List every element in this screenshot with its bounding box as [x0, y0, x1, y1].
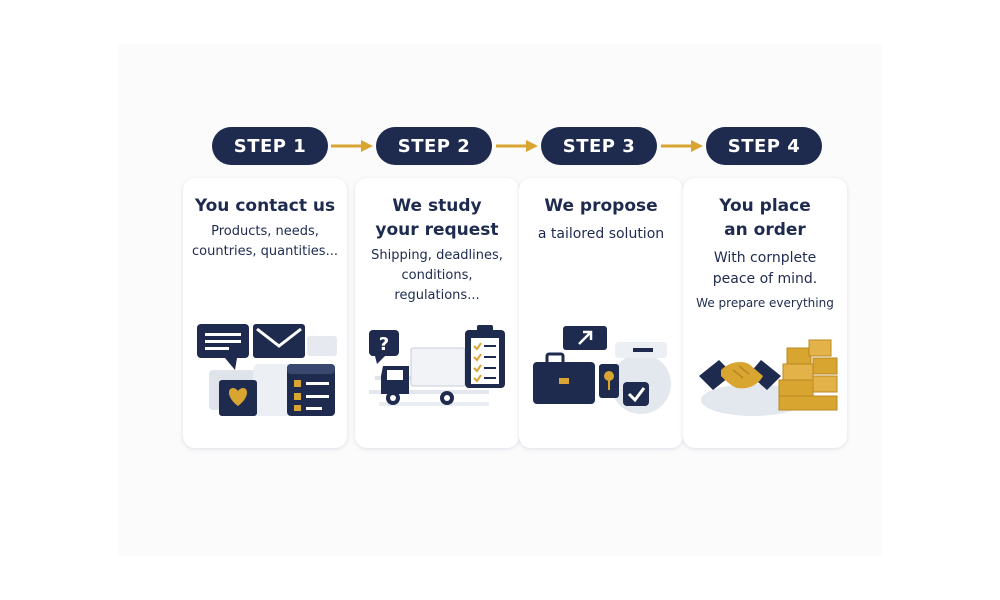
clipboard-checklist-icon: [465, 325, 505, 388]
step-2-description: Shipping, deadlines, conditions, regulat…: [371, 248, 503, 303]
envelope-icon: [253, 324, 305, 358]
step-2-pill: STEP 2: [376, 127, 492, 165]
truck-icon: [381, 347, 466, 405]
step-3-card: We propose a tailored solution: [519, 178, 683, 448]
step-2-illustration: ?: [369, 325, 505, 406]
arrow-upright-icon: [563, 326, 607, 350]
step-1-title: You contact us: [194, 196, 336, 216]
step-2-card: We study your request Shipping, deadline…: [355, 178, 519, 448]
step-4-note: We prepare everything: [696, 296, 834, 310]
step-4-description: With cornplete peace of mind.: [712, 250, 818, 287]
pin-icon: [599, 364, 619, 398]
handshake-icon: [699, 360, 781, 390]
step-4-pill: STEP 4: [706, 127, 822, 165]
arrow-right-icon: [331, 140, 373, 152]
step-3-pill: STEP 3: [541, 127, 657, 165]
arrow-right-icon: [496, 140, 538, 152]
step-4-title: You place an order: [719, 196, 811, 240]
svg-text:?: ?: [379, 334, 389, 355]
question-bubble-icon: ?: [369, 330, 399, 364]
step-4-card: You place an order With cornplete peace …: [683, 178, 847, 448]
briefcase-icon: [533, 352, 595, 404]
step-1-pill: STEP 1: [212, 127, 328, 165]
step-3-illustration: [533, 326, 671, 414]
step-1-description: Products, needs, countries, quantities..…: [192, 224, 338, 259]
chat-bubble-icon: [197, 324, 249, 370]
checkmark-icon: [623, 382, 649, 406]
step-4-illustration: [699, 339, 838, 416]
step-1-illustration: [197, 324, 337, 416]
step-2-title: We study your request: [375, 196, 499, 240]
boxes-icon: [778, 339, 838, 411]
step-3-description: a tailored solution: [537, 226, 665, 242]
step-3-title: We propose: [544, 196, 658, 216]
checklist-icon: [287, 364, 335, 416]
heart-card-icon: [219, 380, 257, 416]
step-1-card: You contact us Products, needs, countrie…: [183, 178, 347, 448]
arrow-right-icon: [661, 140, 703, 152]
